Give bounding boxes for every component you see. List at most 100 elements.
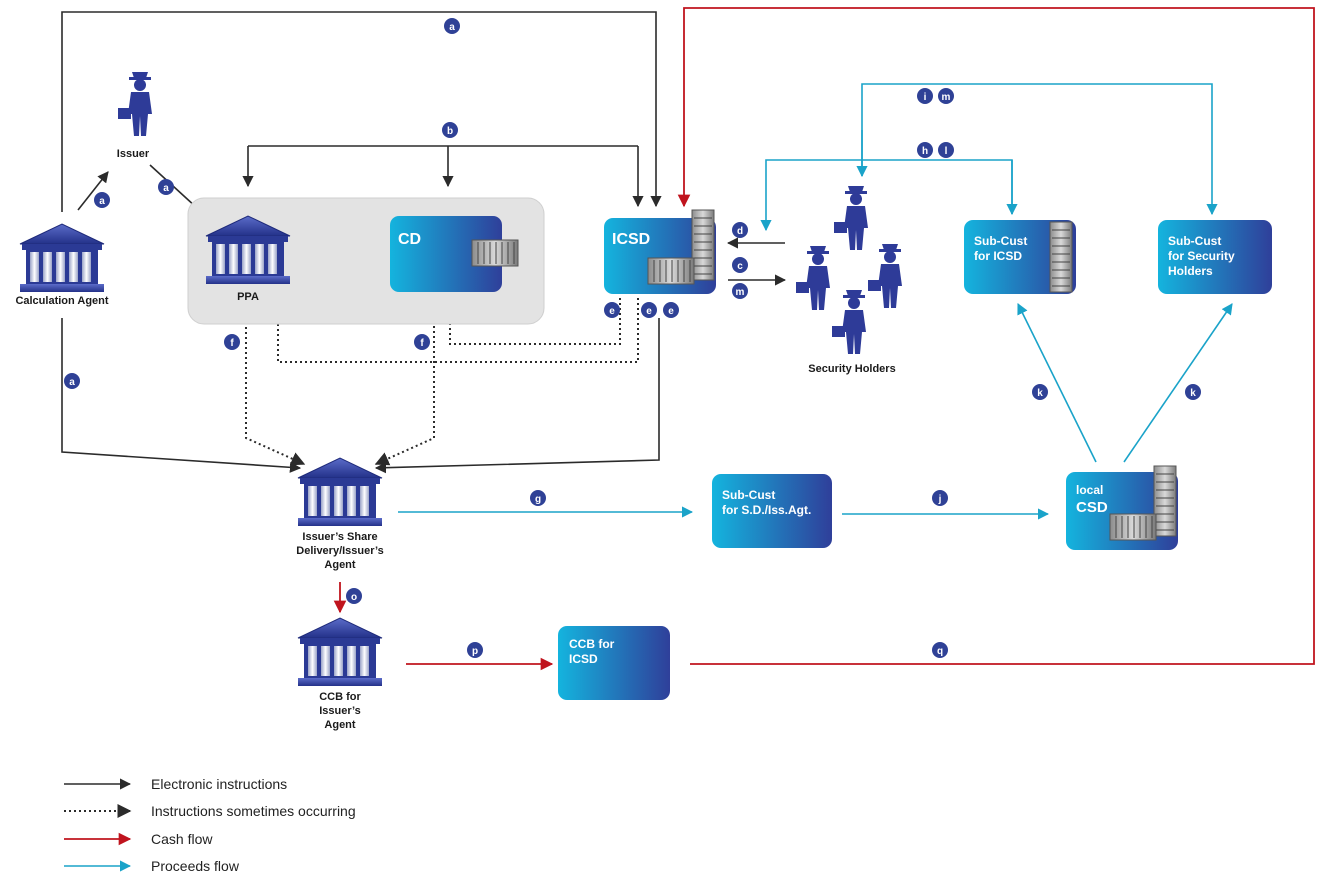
svg-text:q: q	[937, 646, 943, 657]
badge-i: i	[917, 88, 933, 104]
server-icon	[471, 239, 519, 267]
security-holders-label: Security Holders	[808, 363, 895, 375]
subcust-sh-node[interactable]: Sub-Cust for Security Holders	[1158, 220, 1272, 294]
flow-f-ppa-dotted	[245, 312, 306, 466]
bank-icon	[297, 617, 383, 687]
badge-a: a	[158, 179, 174, 195]
svg-text:m: m	[942, 92, 951, 103]
issuers-agent-label-1: Issuer’s Share	[302, 531, 377, 543]
svg-text:c: c	[737, 261, 743, 272]
flow-q	[677, 7, 1315, 665]
legend-sometimes: Instructions sometimes occurring	[64, 803, 356, 819]
subcust-sd-label-1: Sub-Cust	[722, 488, 775, 502]
cd-node[interactable]: CD	[390, 216, 519, 292]
svg-text:a: a	[163, 183, 169, 194]
person-icon	[832, 290, 866, 354]
server-icon	[1153, 465, 1177, 537]
security-holders-node[interactable]: Security Holders	[796, 186, 902, 375]
flow-e-isd	[374, 318, 660, 474]
issuers-agent-node[interactable]: Issuer’s Share Delivery/Issuer’s Agent	[296, 457, 384, 571]
flow-i-m	[861, 83, 1218, 216]
badge-e: e	[663, 302, 679, 318]
local-csd-label-1: local	[1076, 483, 1103, 497]
svg-text:a: a	[449, 22, 455, 33]
badge-e: e	[604, 302, 620, 318]
flow-a-isd	[61, 318, 302, 473]
icsd-label: ICSD	[612, 231, 650, 248]
badge-b: b	[442, 122, 458, 138]
local-csd-node[interactable]: local CSD	[1066, 465, 1178, 550]
legend-proceeds-label: Proceeds flow	[151, 858, 240, 874]
ppa-label: PPA	[237, 291, 259, 303]
subcust-sd-node[interactable]: Sub-Cust for S.D./Iss.Agt.	[712, 474, 832, 548]
svg-text:d: d	[737, 226, 743, 237]
subcust-sh-label-1: Sub-Cust	[1168, 234, 1221, 248]
server-icon	[647, 257, 695, 285]
legend: Electronic instructions Instructions som…	[64, 776, 356, 874]
badge-d: d	[732, 222, 748, 238]
bank-icon	[297, 457, 383, 527]
ccb-issuers-agent-node[interactable]: CCB for Issuer’s Agent	[297, 617, 383, 731]
badge-k: k	[1185, 384, 1201, 400]
badge-m: m	[938, 88, 954, 104]
calculation-agent-label: Calculation Agent	[15, 295, 108, 307]
flow-a-issuer	[77, 171, 109, 211]
person-icon	[118, 72, 152, 136]
icsd-node[interactable]: ICSD	[604, 209, 716, 294]
svg-text:k: k	[1037, 388, 1043, 399]
server-icon	[1049, 221, 1073, 293]
svg-text:h: h	[922, 146, 928, 157]
person-icon	[834, 186, 868, 250]
issuer-node[interactable]: Issuer	[117, 72, 152, 160]
issuers-agent-label-3: Agent	[324, 559, 356, 571]
legend-cash-label: Cash flow	[151, 831, 213, 847]
issuer-label: Issuer	[117, 148, 150, 160]
svg-text:l: l	[945, 146, 948, 157]
local-csd-label-2: CSD	[1076, 499, 1108, 516]
legend-electronic-label: Electronic instructions	[151, 776, 287, 792]
ccb-icsd-node[interactable]: CCB for ICSD	[558, 626, 670, 700]
badge-m: m	[732, 283, 748, 299]
bank-icon	[19, 223, 105, 293]
server-icon	[691, 209, 715, 281]
flow-k-right	[1123, 303, 1233, 463]
svg-text:k: k	[1190, 388, 1196, 399]
calculation-agent-node[interactable]: Calculation Agent	[15, 223, 109, 307]
svg-text:j: j	[938, 494, 942, 505]
ccb-icsd-box	[558, 626, 670, 700]
badge-f: f	[414, 334, 430, 350]
badge-p: p	[467, 642, 483, 658]
cd-box	[390, 216, 502, 292]
svg-text:a: a	[99, 196, 105, 207]
person-icon	[796, 246, 830, 310]
svg-text:a: a	[69, 377, 75, 388]
issuers-agent-label-2: Delivery/Issuer’s	[296, 545, 383, 557]
flow-h-l	[760, 159, 1013, 232]
cd-label: CD	[398, 231, 421, 248]
badge-j: j	[932, 490, 948, 506]
svg-text:f: f	[230, 338, 234, 349]
badge-c: c	[732, 257, 748, 273]
flow-k-left	[1017, 302, 1097, 463]
step-badges: a a a a b d c m e e e f f i m h l k k g …	[64, 18, 1201, 658]
badge-k: k	[1032, 384, 1048, 400]
person-icon	[868, 244, 902, 308]
svg-text:f: f	[420, 338, 424, 349]
subcust-sh-label-3: Holders	[1168, 264, 1213, 278]
ppa-node[interactable]: PPA	[205, 215, 291, 303]
svg-text:e: e	[668, 306, 674, 317]
connectors	[61, 7, 1315, 671]
badge-f: f	[224, 334, 240, 350]
svg-text:o: o	[351, 592, 357, 603]
subcust-sd-label-2: for S.D./Iss.Agt.	[722, 503, 811, 517]
svg-text:p: p	[472, 646, 478, 657]
flow-e-cd-dotted	[443, 298, 621, 345]
subcust-icsd-node[interactable]: Sub-Cust for ICSD	[964, 220, 1076, 294]
subcust-sh-box	[1158, 220, 1272, 294]
badge-o: o	[346, 588, 362, 604]
svg-text:e: e	[609, 306, 615, 317]
svg-text:g: g	[535, 494, 541, 505]
ccb-ia-label-2: Issuer’s	[319, 705, 361, 717]
subcust-icsd-label-2: for ICSD	[974, 249, 1022, 263]
